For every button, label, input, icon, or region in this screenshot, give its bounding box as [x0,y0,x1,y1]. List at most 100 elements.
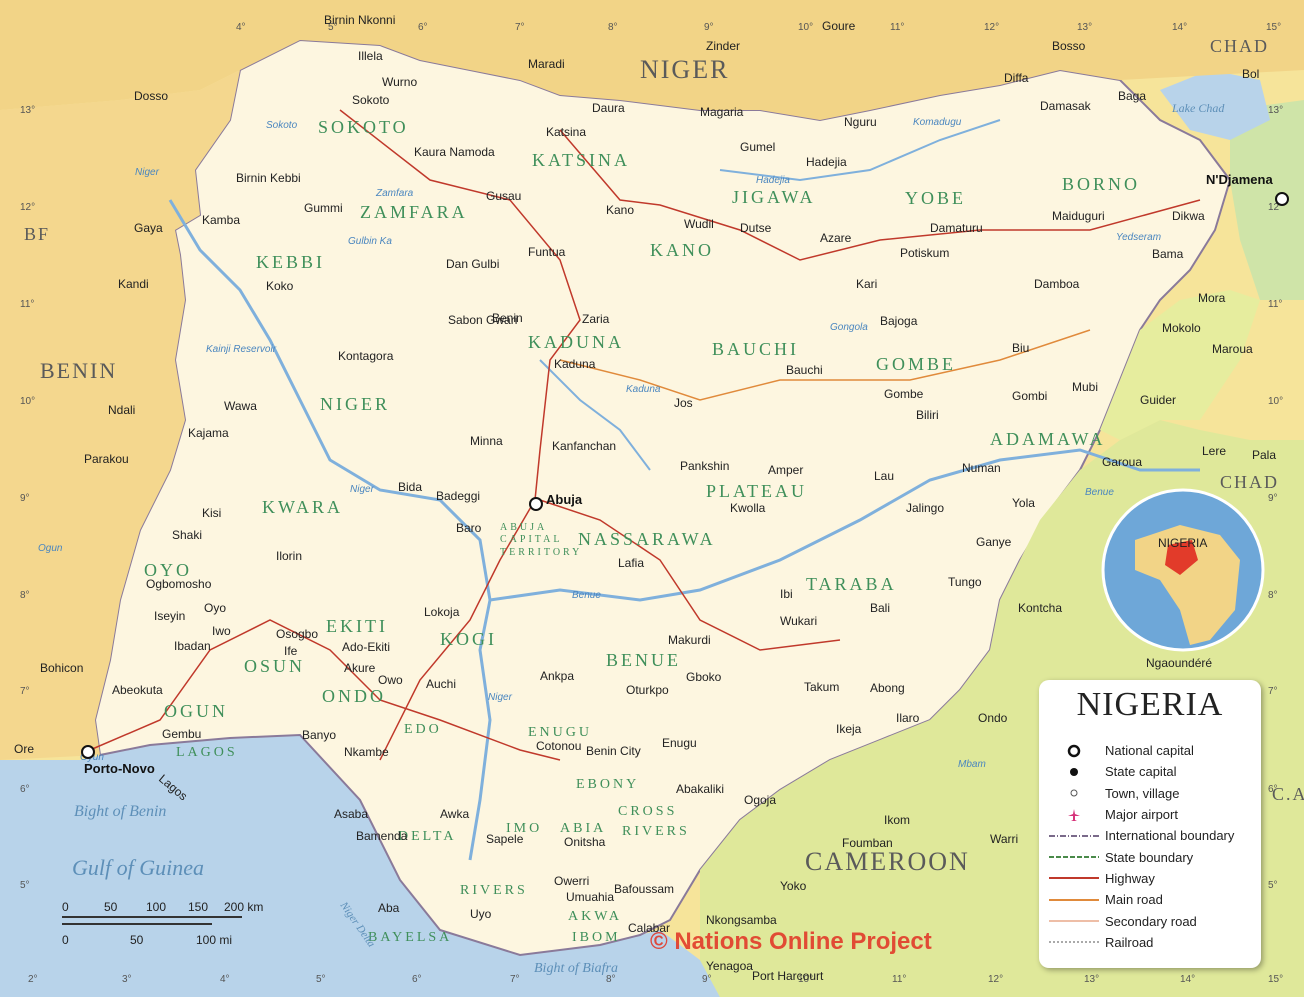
city-label: Lere [1202,444,1226,458]
komadugu-river [719,119,1001,182]
state-label: LAGOS [176,745,238,760]
grid-label-right: 11° [1268,299,1282,310]
city-label: Akure [344,661,376,675]
city-label: Ankpa [540,669,574,683]
city-label: Kontagora [338,349,394,363]
niger-country [0,0,1304,120]
city-label: Diffa [1004,71,1029,85]
main-road-line [1049,893,1099,907]
city-label: Uyo [470,907,492,921]
city-label: Koko [266,279,294,293]
city-label: Bol [1242,67,1259,81]
city-label: Zinder [706,39,740,53]
grid-label-top: 13° [1077,22,1092,33]
copyright-watermark: © Nations Online Project [650,928,932,955]
grid-label-right: 10° [1268,396,1283,407]
highway-2 [559,129,1201,261]
city-label: Gusau [486,189,521,203]
scale-km-tick: 200 km [224,900,263,914]
city-label: Bajoga [880,314,918,328]
city-label: Ikeja [836,722,862,736]
state-label: GOMBE [876,354,956,374]
city-label: Nkambe [344,745,389,759]
state-label: KANO [650,240,714,260]
scale-mi-tick: 100 mi [196,933,232,947]
city-label: Sokoto [352,93,390,107]
city-label: Makurdi [668,633,711,647]
city-label: Maroua [1212,342,1253,356]
city-label: Mora [1198,291,1226,305]
city-label: Gboko [686,670,722,684]
grid-label-left: 6° [20,784,30,795]
city-label: Birnin Nkonni [324,13,395,27]
grid-label-bottom: 2° [28,974,38,985]
legend-item: Secondary road [1049,910,1259,931]
city-label: Biliri [916,408,939,422]
legend-item: Main road [1049,889,1259,910]
city-label: Awka [440,807,469,821]
cameroon-north [1100,290,1260,440]
city-label: Goure [822,19,856,33]
grid-label-right: 6° [1268,784,1278,795]
city-label: Bamenda [356,829,408,843]
main-road-1 [559,329,1091,401]
city-label: Mubi [1072,380,1098,394]
grid-label-bottom: 6° [412,974,422,985]
state-label: JIGAWA [732,187,816,207]
city-label: Ganye [976,535,1012,549]
city-label: Ngaoundéré [1146,656,1212,670]
city-label: Kisi [202,506,221,520]
grid-label-left: 9° [20,493,30,504]
city-label: Ogbomosho [146,577,212,591]
city-label: Tungo [948,575,982,589]
state-label: NIGER [320,394,390,414]
city-label: Dan Gulbi [446,257,499,271]
river-label: Benue [572,590,601,601]
state-label: SOKOTO [318,117,409,137]
scale-mi-tick: 50 [130,933,144,947]
city-label: Damasak [1040,99,1092,113]
river-label: Zamfara [375,188,414,199]
city-label: Gombe [884,387,924,401]
grid-label-top: 11° [890,22,904,33]
state-label: CAPITAL [500,534,562,545]
city-label: Banyo [302,728,336,742]
grid-label-bottom: 15° [1268,974,1283,985]
country-label: NIGER [640,55,729,84]
legend-item-label: International boundary [1105,828,1235,844]
state-label: BAYELSA [368,930,452,945]
highway-line [1049,871,1099,885]
river-label: Ogun [38,543,63,554]
benin-country [0,70,240,760]
legend-item: International boundary [1049,825,1259,846]
city-label: Numan [962,461,1001,475]
grid-label-top: 9° [704,22,714,33]
city-label: Mokolo [1162,321,1201,335]
state-label: RIVERS [622,824,690,839]
legend-item-label: State capital [1105,764,1177,780]
state-label: KEBBI [256,252,325,272]
legend-item-label: National capital [1105,743,1194,759]
city-label: Ndali [108,403,135,417]
city-label: Bama [1152,247,1184,261]
grid-label-bottom: 9° [702,974,712,985]
state-label: YOBE [905,188,966,208]
grid-label-left: 7° [20,686,30,697]
globe-inset [1101,488,1265,652]
state-label: KWARA [262,497,343,517]
state-label: NASSARAWA [578,529,716,549]
city-label: Lau [874,469,894,483]
city-label: Nguru [844,115,877,129]
city-label: Damboa [1034,277,1080,291]
river-label: Niger [350,484,375,495]
city-label: Zaria [582,312,610,326]
legend-item-label: State boundary [1105,849,1194,865]
state-label: KOGI [440,629,497,649]
city-label: Wudil [684,217,714,231]
state-label: BAUCHI [712,339,799,359]
state-label: TARABA [806,574,897,594]
benue-river [489,448,1200,602]
grid-label-bottom: 11° [892,974,906,985]
legend-item-label: Highway [1105,870,1155,886]
